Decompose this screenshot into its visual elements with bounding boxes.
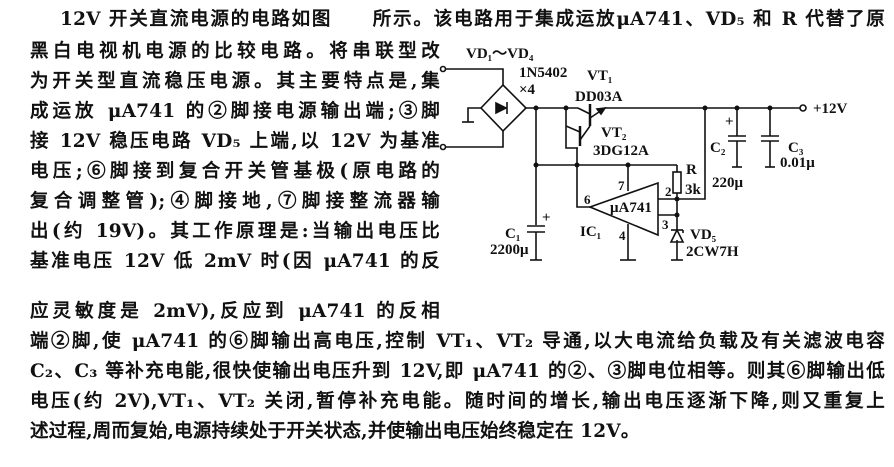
pin-7: 7 xyxy=(618,178,625,193)
paragraph-line: 出(约 19V)。其工作原理是:当输出电压比 xyxy=(30,221,440,242)
transistor-vt1 xyxy=(577,104,607,126)
vd5-label: VD₅ xyxy=(690,227,717,243)
resistor-r xyxy=(672,171,682,194)
output-label: +12V xyxy=(813,101,848,117)
opamp-triangle xyxy=(587,181,659,237)
pin-6: 6 xyxy=(584,192,591,207)
c1-value: 2200μ xyxy=(490,242,529,258)
vt2-label: VT₂ xyxy=(601,125,627,141)
wires xyxy=(526,107,800,261)
c1-label: C₁ xyxy=(505,226,520,242)
paragraph-first-line: 12V 开关直流电源的电路如图 所示。该电路用于集成运放μA741、VD₅ 和 … xyxy=(60,9,885,30)
paragraph-line: 为开关型直流稳压电源。其主要特点是,集 xyxy=(30,71,440,92)
capacitor-c3 xyxy=(761,108,779,168)
junction-dots xyxy=(533,105,773,218)
paragraph-line: 电压(约 2V),VT₁、VT₂ 关闭,暂停补充电能。随时间的增长,输出电压逐渐… xyxy=(30,391,885,412)
input-terminals xyxy=(439,65,504,151)
bridge-rectifier xyxy=(462,83,528,133)
output-terminal xyxy=(799,104,807,112)
ic-label: IC₁ xyxy=(580,224,601,240)
paragraph-line: 成运放 μA741 的②脚接电源输出端;③脚 xyxy=(30,101,440,122)
r-value: 3k xyxy=(685,182,702,198)
transistor-vt2 xyxy=(565,125,591,146)
vd5-part: 2CW7H xyxy=(686,244,739,260)
paragraph-line: 接 12V 稳压电路 VD₅ 上端,以 12V 为基准 xyxy=(30,131,440,152)
c3-value: 0.01μ xyxy=(780,155,815,171)
pin-3: 3 xyxy=(662,217,669,232)
bridge-label: VD₁～VD₄ xyxy=(466,46,534,62)
zener-vd5 xyxy=(669,228,685,243)
c2-plus: + xyxy=(725,114,734,130)
capacitor-c1 xyxy=(527,225,545,261)
c2-label: C₂ xyxy=(710,140,726,156)
bridge-qty: ×4 xyxy=(519,82,536,98)
vt1-part: DD03A xyxy=(575,89,623,105)
vt1-label: VT₁ xyxy=(587,68,612,84)
c2-value: 220μ xyxy=(712,175,744,191)
ic-part: μA741 xyxy=(610,200,652,216)
pin-2: 2 xyxy=(665,184,672,199)
pin-4: 4 xyxy=(619,228,626,243)
c1-plus: + xyxy=(542,210,551,226)
paragraph-line: 复合调整管);④脚接地,⑦脚接整流器输 xyxy=(30,191,440,212)
c3-label: C₃ xyxy=(788,140,804,156)
paragraph-line: 应灵敏度是 2mV),反应到 μA741 的反相 xyxy=(30,301,440,322)
paragraph-line: C₂、C₃ 等补充电能,很快使输出电压升到 12V,即 μA741 的②、③脚电… xyxy=(30,361,885,382)
paragraph-line: 基准电压 12V 低 2mV 时(因 μA741 的反 xyxy=(30,251,440,272)
paragraph-line: 电压;⑥脚接到复合开关管基极(原电路的 xyxy=(30,161,440,182)
paragraph-line: 述过程,周而复始,电源持续处于开关状态,并使输出电压始终稳定在 12V。 xyxy=(30,421,640,442)
vt2-part: 3DG12A xyxy=(593,143,649,159)
capacitor-c2 xyxy=(728,108,746,168)
r-label: R xyxy=(686,162,697,178)
paragraph-line: 端②脚,使 μA741 的⑥脚输出高电压,控制 VT₁、VT₂ 导通,以大电流给… xyxy=(30,331,885,352)
bridge-part: 1N5402 xyxy=(519,65,567,81)
paragraph-line: 黑白电视机电源的比较电路。将串联型改 xyxy=(30,41,440,62)
